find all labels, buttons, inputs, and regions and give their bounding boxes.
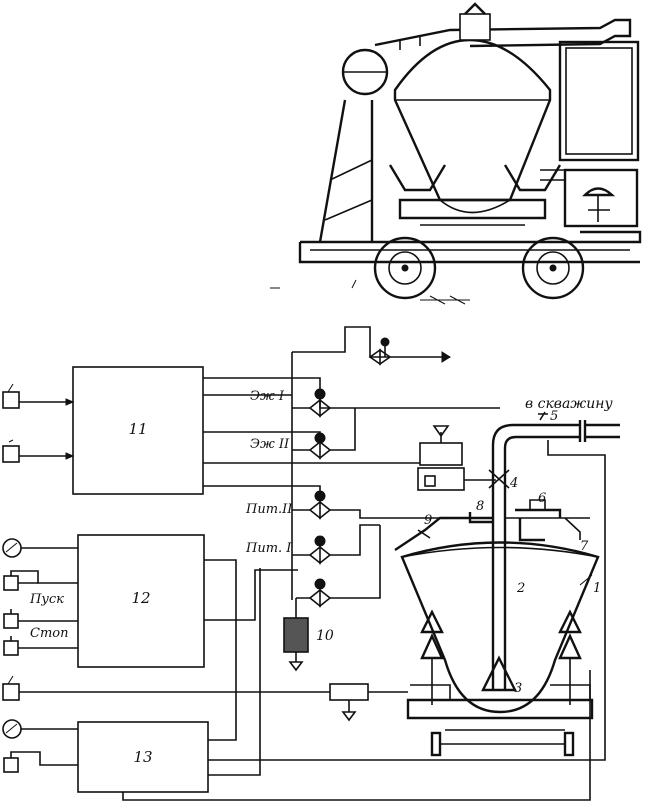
mixing-vessel: 4 8 9 6 7 1 — [329, 460, 601, 757]
callout-8: 8 — [476, 499, 484, 514]
stop-button[interactable]: Стоп — [3, 626, 78, 656]
callout-9: 9 — [424, 513, 432, 528]
filter-unit-10: 10 — [283, 617, 334, 672]
sensor-12 — [3, 570, 78, 591]
callout-7: 7 — [580, 539, 589, 554]
sensor-dosing — [2, 675, 330, 701]
valve-pit1[interactable] — [292, 535, 340, 565]
valve-ezh1[interactable] — [292, 388, 340, 418]
label-ezh2: Эж II — [250, 437, 290, 452]
valve-pit2[interactable] — [292, 490, 340, 520]
sensor-11a — [2, 383, 75, 409]
truck-wheel-left — [373, 236, 437, 300]
valve-bottom[interactable] — [296, 578, 340, 608]
block-13-label: 13 — [133, 748, 152, 766]
label-ezh1: Эж I — [250, 389, 285, 404]
start-label: Пуск — [29, 592, 64, 607]
block-11-label: 11 — [128, 420, 147, 438]
label-to-well: в скважину — [525, 396, 613, 412]
actuator-block — [417, 425, 496, 491]
label-pit2: Пит.II — [245, 502, 293, 517]
block-13: 13 — [77, 721, 209, 793]
callout-5: 5 — [550, 409, 558, 424]
valve-ezh2[interactable] — [292, 432, 340, 460]
block-12: 12 — [77, 534, 205, 668]
callout-3: 3 — [514, 681, 522, 696]
stop-label: Стоп — [30, 626, 68, 641]
label-pit1: Пит. I — [245, 541, 292, 556]
label-10: 10 — [316, 628, 334, 644]
pressure-gauge-13 — [2, 719, 78, 739]
discharge-pipe: в скважину 5 — [491, 396, 620, 460]
valve-top[interactable] — [368, 337, 392, 366]
callout-6: 6 — [538, 491, 546, 506]
block-12-label: 12 — [131, 589, 150, 607]
sensor-11b — [2, 439, 75, 463]
mixer-truck-illustration — [270, 2, 642, 305]
pressure-gauge-12 — [2, 538, 78, 558]
sensor-13 — [3, 751, 78, 773]
callout-4: 4 — [509, 476, 518, 491]
callout-1: 1 — [593, 581, 601, 596]
start-button[interactable]: Пуск — [3, 592, 78, 629]
block-11: 11 — [72, 366, 204, 495]
callout-2: 2 — [516, 581, 525, 596]
truck-wheel-right — [521, 236, 585, 300]
